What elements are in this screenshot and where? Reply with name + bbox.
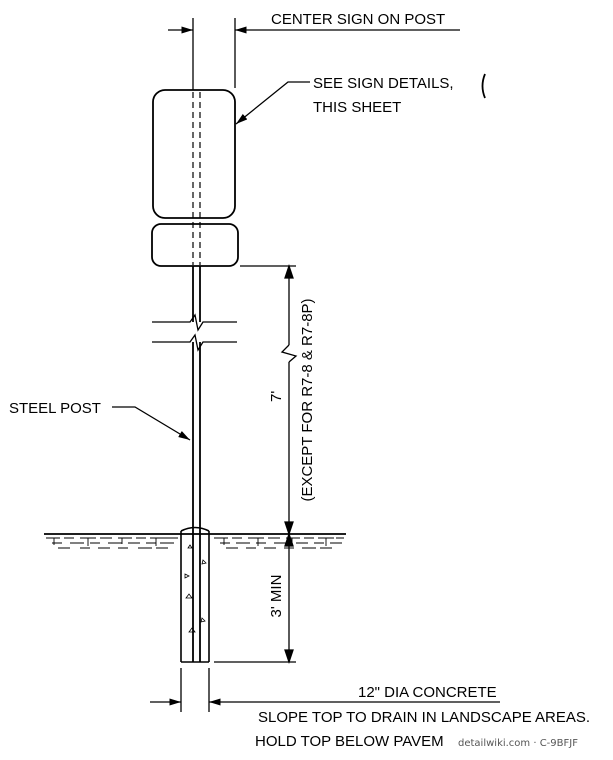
see-details-label-line1: SEE SIGN DETAILS, bbox=[313, 75, 454, 92]
steel-post bbox=[192, 266, 201, 662]
sign-panel bbox=[152, 89, 236, 219]
supplemental-plaque bbox=[151, 223, 239, 267]
concrete-footing bbox=[180, 526, 210, 663]
steel-post-label: STEEL POST bbox=[9, 400, 101, 417]
embedment-dimension bbox=[214, 531, 296, 665]
post-break-symbol bbox=[152, 313, 237, 352]
hidden-post-lines bbox=[192, 92, 201, 265]
sign-details-leader bbox=[235, 81, 310, 125]
watermark-text: detailwiki.com · C-9BFJF bbox=[458, 738, 578, 749]
center-sign-label: CENTER SIGN ON POST bbox=[271, 11, 445, 28]
hold-top-note: HOLD TOP BELOW PAVEM bbox=[255, 733, 444, 750]
slope-top-note: SLOPE TOP TO DRAIN IN LANDSCAPE AREAS. bbox=[258, 709, 590, 726]
steel-post-leader bbox=[112, 406, 191, 441]
concrete-hatch bbox=[184, 544, 207, 633]
revision-arc-mark bbox=[481, 73, 486, 99]
see-details-label-line2: THIS SHEET bbox=[313, 99, 401, 116]
concrete-diameter-label: 12" DIA CONCRETE bbox=[358, 684, 497, 701]
center-sign-dimension bbox=[168, 18, 460, 90]
height-dimension-label: 7' bbox=[268, 391, 285, 402]
height-exception-label: (EXCEPT FOR R7-8 & R7-8P) bbox=[299, 298, 316, 501]
embedment-dimension-label: 3' MIN bbox=[268, 575, 285, 618]
height-dimension bbox=[240, 263, 298, 537]
concrete-diameter-dimension bbox=[150, 668, 500, 712]
soil-hatching bbox=[46, 537, 344, 549]
